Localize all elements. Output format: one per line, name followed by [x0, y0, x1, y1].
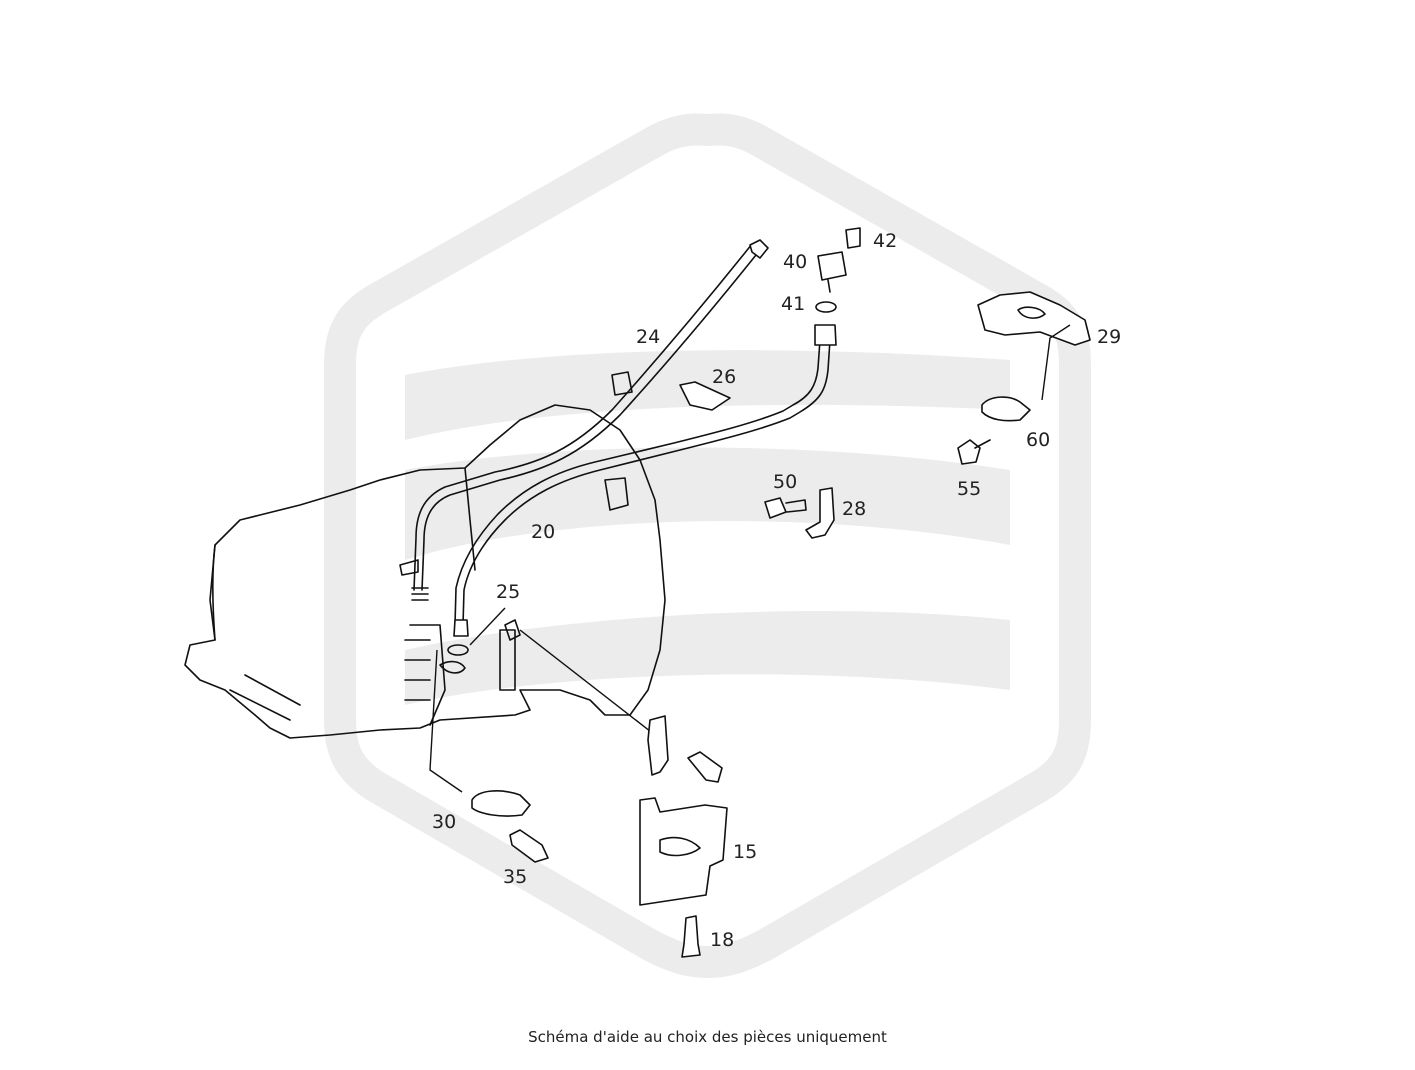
clamp-30	[429, 649, 531, 817]
callout-40: 40	[783, 251, 807, 273]
clamp-60	[981, 396, 1031, 422]
callout-28: 28	[842, 498, 866, 520]
bolt-18	[681, 915, 701, 958]
callout-55: 55	[957, 478, 981, 500]
callout-15: 15	[733, 841, 757, 863]
callout-35: 35	[503, 866, 527, 888]
bracket-assembly	[504, 619, 723, 783]
callout-29: 29	[1097, 326, 1121, 348]
callout-42: 42	[873, 230, 897, 252]
bolt-35	[509, 829, 549, 863]
bolt-50	[764, 497, 807, 519]
callout-26: 26	[712, 366, 736, 388]
pipe-24	[399, 239, 769, 601]
callout-20: 20	[531, 521, 555, 543]
callout-30: 30	[432, 811, 456, 833]
callout-41: 41	[781, 293, 805, 315]
washer-41	[815, 301, 837, 313]
diagram-caption: Schéma d'aide au choix des pièces unique…	[528, 1028, 887, 1046]
washer-25	[447, 607, 506, 656]
bracket-26	[679, 381, 731, 411]
fitting-40	[817, 251, 847, 293]
bolt-55	[957, 439, 991, 465]
transmission-housing	[184, 404, 666, 739]
bracket-29	[977, 291, 1091, 401]
clip-42	[845, 227, 861, 249]
callout-18: 18	[710, 929, 734, 951]
bracket-28	[805, 487, 835, 539]
shield-15	[639, 797, 728, 906]
callout-24: 24	[636, 326, 660, 348]
callout-50: 50	[773, 471, 797, 493]
callout-25: 25	[496, 581, 520, 603]
pipe-20	[453, 324, 837, 637]
callout-60: 60	[1026, 429, 1050, 451]
